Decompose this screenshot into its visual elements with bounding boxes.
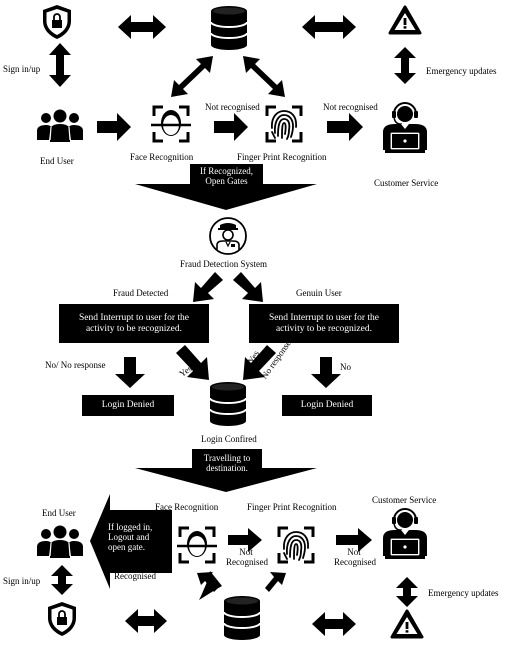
- arrow-down-left: [193, 272, 223, 302]
- customer-service-label: Customer Service: [372, 495, 437, 505]
- big-down-arrow: [135, 164, 317, 210]
- face-scan-icon: [175, 526, 219, 564]
- double-arrow: [125, 609, 167, 633]
- open-gate-line: open gate.: [108, 542, 145, 552]
- double-arrow: [265, 572, 286, 592]
- travelling-to-destination-label: Travelling to destination.: [192, 453, 262, 473]
- if-recognized-line: If Recognized,: [200, 166, 253, 176]
- warning-icon: [390, 609, 424, 639]
- send-interrupt-box-left: Send Interrupt to user for the activity …: [59, 304, 209, 343]
- if-logged-line: If logged in,: [108, 522, 153, 532]
- login-denied-box-right: Login Denied: [282, 395, 372, 416]
- double-arrow: [197, 571, 222, 600]
- double-arrow: [312, 612, 356, 636]
- customer-service-agent-icon: [382, 102, 428, 154]
- open-gates-line: Open Gates: [205, 176, 248, 186]
- arrow-down: [115, 357, 145, 388]
- arrow-down-left: [243, 345, 276, 380]
- login-denied-box-left: Login Denied: [82, 395, 174, 416]
- arrow-right: [336, 528, 372, 552]
- double-arrow: [51, 565, 73, 595]
- arrow-right: [214, 113, 248, 141]
- not-line: Not: [239, 547, 253, 557]
- double-arrow: [396, 577, 418, 607]
- end-user-label: End User: [40, 156, 74, 166]
- interrupt-text-line: Send Interrupt to user for the: [268, 312, 379, 323]
- interrupt-text-line: activity to be recognized.: [85, 323, 182, 334]
- double-arrow: [394, 47, 416, 84]
- not-recognised-label: Not recognised: [205, 102, 260, 112]
- emergency-updates-label: Emergency updates: [426, 66, 497, 76]
- if-logged-in-label: If logged in, Logout and open gate.: [108, 522, 172, 552]
- users-group-icon: [36, 108, 84, 143]
- arrow-right: [97, 113, 131, 141]
- arrow-down: [311, 357, 341, 388]
- login-confired-label: Login Confired: [201, 434, 257, 444]
- arrow-down-right: [176, 345, 209, 380]
- recognised-label: Recognised: [114, 571, 156, 581]
- users-group-icon: [36, 524, 84, 559]
- double-arrow: [171, 56, 213, 97]
- interrupt-text-line: Send Interrupt to user for the: [78, 312, 189, 323]
- customer-service-label: Customer Service: [374, 178, 439, 188]
- big-down-arrow: [135, 449, 317, 492]
- customer-service-agent-icon: [382, 508, 428, 560]
- end-user-label: End User: [42, 508, 76, 518]
- not-line: Not: [347, 547, 361, 557]
- finger-print-recognition-label: Finger Print Recognition: [237, 152, 327, 162]
- no-no-response-label: No/ No response: [45, 360, 106, 370]
- finger-print-recognition-label: Finger Print Recognition: [247, 502, 337, 512]
- shield-lock-icon: [42, 4, 72, 40]
- logout-line: Logout and: [108, 532, 150, 542]
- not-recognised-label: Not Recognised: [334, 547, 376, 567]
- interrupt-text-line: activity to be recognized.: [275, 323, 372, 334]
- arrow-right: [228, 528, 262, 552]
- not-recognised-label: Not recognised: [323, 102, 378, 112]
- database-icon: [209, 381, 247, 427]
- fingerprint-icon: [265, 105, 303, 143]
- face-scan-icon: [149, 105, 193, 143]
- big-left-arrow: [90, 494, 172, 589]
- genuin-user-label: Genuin User: [296, 288, 342, 298]
- fraud-detection-system-label: Fraud Detection System: [180, 259, 267, 269]
- double-arrow: [49, 43, 71, 87]
- fraud-detected-label: Fraud Detected: [113, 288, 169, 298]
- destination-line: destination.: [206, 463, 248, 473]
- sign-in-up-label: Sign in/up: [3, 576, 41, 586]
- security-officer-icon: [209, 217, 247, 255]
- database-icon: [223, 595, 261, 641]
- double-arrow: [118, 15, 166, 39]
- not-recognised-label: Not Recognised: [226, 547, 268, 567]
- recognised-line: Recognised: [334, 557, 376, 567]
- double-arrow: [302, 15, 356, 39]
- if-recognized-open-gates-label: If Recognized, Open Gates: [190, 166, 263, 186]
- emergency-updates-label: Emergency updates: [428, 588, 499, 598]
- no-label: No: [340, 362, 351, 372]
- arrow-down-right: [233, 272, 263, 302]
- shield-lock-icon: [47, 601, 77, 637]
- send-interrupt-box-right: Send Interrupt to user for the activity …: [249, 304, 399, 343]
- face-recognition-label: Face Recognition: [155, 502, 219, 512]
- face-recognition-label: Face Recognition: [130, 152, 194, 162]
- fingerprint-icon: [277, 526, 315, 564]
- recognised-line: Recognised: [226, 557, 268, 567]
- sign-in-up-label: Sign in/up: [3, 64, 41, 74]
- arrow-right: [327, 113, 363, 141]
- double-arrow: [243, 56, 285, 97]
- warning-icon: [388, 5, 422, 35]
- travelling-line: Travelling to: [203, 453, 251, 463]
- database-icon: [210, 5, 248, 51]
